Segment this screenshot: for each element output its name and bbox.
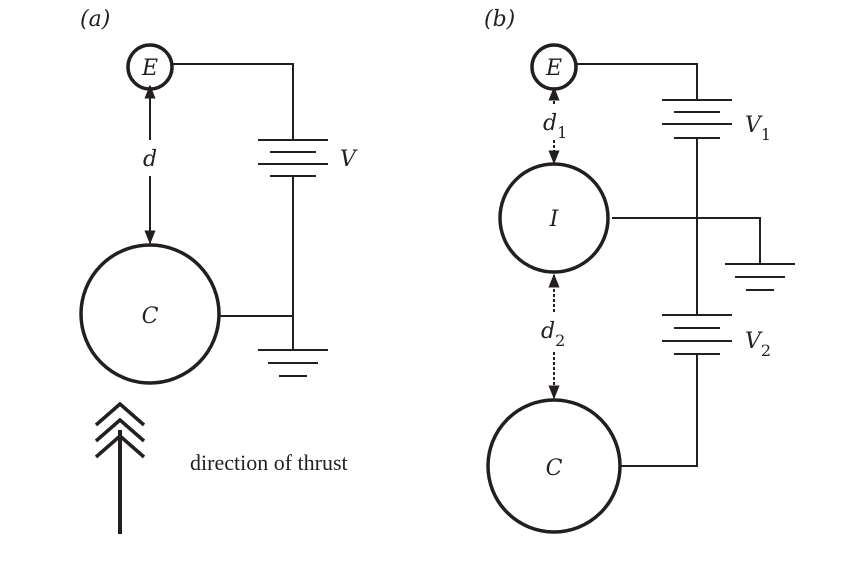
wire-emitter-to-battery-a bbox=[172, 63, 294, 140]
emitter-label-a: E bbox=[141, 56, 158, 81]
intermediate-label: I bbox=[549, 207, 560, 232]
battery-v2 bbox=[662, 314, 732, 355]
voltage2-label: V2 bbox=[745, 329, 771, 360]
panel-b: (b) E V1 d1 bbox=[484, 7, 795, 534]
panel-b-label: (b) bbox=[484, 7, 515, 32]
thrust-direction-label: direction of thrust bbox=[190, 450, 348, 475]
ground-symbol-b bbox=[725, 263, 795, 291]
thrust-arrow-icon bbox=[94, 401, 146, 534]
voltage1-label: V1 bbox=[745, 113, 771, 144]
battery-v bbox=[258, 139, 328, 177]
gap-d2-label: d2 bbox=[541, 319, 565, 350]
panel-a-label: (a) bbox=[80, 7, 110, 32]
battery-v1 bbox=[662, 99, 732, 139]
gap-d-label: d bbox=[143, 147, 157, 172]
voltage-label-a: V bbox=[340, 147, 358, 172]
collector-label-a: C bbox=[142, 304, 159, 329]
ground-symbol-a bbox=[258, 349, 328, 377]
collector-label-b: C bbox=[546, 456, 563, 481]
wire-emitter-to-battery-b bbox=[576, 63, 698, 100]
wire-battery-v2-to-collector bbox=[620, 354, 698, 467]
collector-electrode-b bbox=[486, 398, 622, 534]
intermediate-electrode bbox=[498, 162, 610, 274]
collector-electrode-a bbox=[79, 243, 221, 385]
wire-intermediate-to-ground bbox=[612, 217, 761, 264]
emitter-label-b: E bbox=[545, 56, 562, 81]
gap-d1-label: d1 bbox=[543, 111, 567, 142]
panel-a: (a) E V d C bbox=[79, 7, 358, 534]
